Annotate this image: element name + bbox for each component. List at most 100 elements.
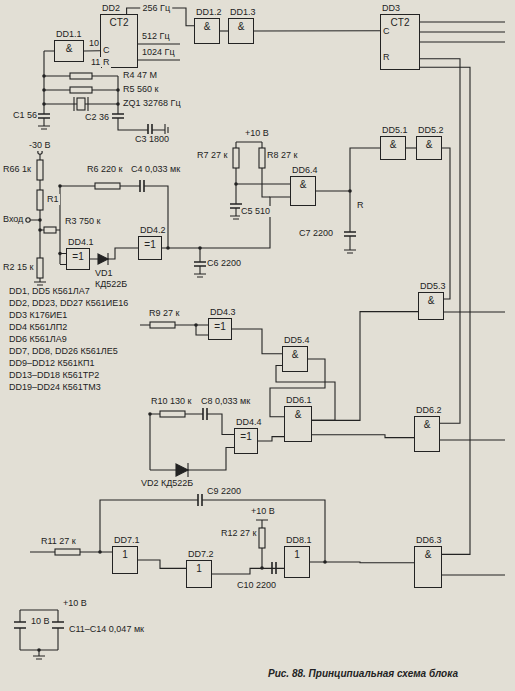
ground-symbol: [33, 216, 356, 659]
wire-connector: [254, 30, 380, 31]
component-label: R: [382, 52, 391, 63]
component-label: 10: [88, 38, 100, 49]
diode-symbol: [187, 463, 188, 477]
component-label: ZQ1 32768 Гц: [122, 98, 182, 109]
gate-function: &: [425, 549, 432, 561]
logic-gate: DD5.4&: [282, 346, 308, 372]
component-label: R2 15 к: [2, 262, 34, 273]
resistor-symbol: [70, 73, 92, 79]
gate-function: &: [424, 419, 431, 431]
gate-function: 1: [196, 563, 202, 575]
component-label: C9 2200: [206, 486, 242, 497]
wire-connector: [84, 50, 100, 51]
component-label: R5 560 к: [122, 84, 159, 95]
gate-designator: DD6.1: [285, 395, 313, 406]
component-label: DD2, DD23, DD27 К561ИЕ16: [8, 298, 129, 309]
gate-function: &: [295, 409, 302, 421]
component-label: R9 27 к: [148, 308, 180, 319]
junction-dot: [98, 550, 102, 554]
resistor-symbol: [259, 528, 265, 548]
gate-function: =1: [214, 321, 225, 333]
wire-connector: [90, 248, 138, 259]
logic-gate: DD5.2&: [416, 136, 442, 160]
capacitor-symbol: [38, 114, 152, 192]
wire-connector: [316, 148, 380, 191]
gate-function: &: [292, 349, 299, 361]
logic-gate: DD4.1=1: [66, 248, 90, 270]
logic-gate: DD7.21: [186, 560, 212, 588]
gate-function: &: [204, 21, 211, 33]
component-label: VD2 КД522Б: [140, 478, 194, 489]
crystal-symbol: [74, 97, 88, 111]
logic-gate: DD4.4=1: [234, 428, 258, 454]
component-label: 10 В: [30, 616, 51, 627]
resistor-symbol: [37, 258, 43, 278]
component-label: C5 510: [240, 206, 271, 217]
gate-function: CT2: [110, 17, 129, 29]
component-label: C10 2200: [236, 580, 277, 591]
gate-function: &: [66, 43, 73, 55]
component-label: DD9–DD12 К561КП1: [8, 358, 96, 369]
wire-connector: [138, 560, 186, 568]
gate-designator: DD4.3: [209, 307, 237, 318]
wire: [44, 51, 165, 130]
component-label: R10 130 к: [150, 396, 192, 407]
junction-dot: [58, 184, 62, 188]
gate-function: &: [238, 21, 245, 33]
logic-gate: DD5.1&: [380, 136, 406, 160]
junction-dot: [148, 412, 152, 416]
wire: [138, 22, 505, 575]
gate-function: &: [426, 139, 433, 151]
component-label: R8 27 к: [266, 150, 298, 161]
gate-designator: DD1.3: [229, 7, 257, 18]
gate-designator: DD7.2: [187, 549, 215, 560]
junction-dot: [38, 218, 42, 222]
gate-designator: DD5.4: [283, 335, 311, 346]
component-label: DD13–DD18 К561ТР2: [8, 370, 100, 381]
resistor-symbol: [37, 190, 43, 210]
logic-gate: DD6.2&: [414, 416, 440, 452]
wire-connector: [312, 435, 414, 438]
gate-designator: DD4.2: [139, 225, 167, 236]
logic-gate: DD4.2=1: [138, 236, 162, 260]
resistor-symbol: [259, 148, 265, 168]
logic-gate: DD8.11: [284, 546, 310, 578]
figure-caption: Рис. 88. Принципиальная схема блока: [268, 668, 458, 680]
diode-symbol: [176, 464, 188, 476]
component-label: R66 1к: [2, 164, 32, 175]
resistor-symbol: [37, 73, 265, 555]
resistor-symbol: [95, 183, 120, 189]
gate-designator: DD8.1: [285, 535, 313, 546]
gate-designator: DD6.4: [291, 165, 319, 176]
component-label: DD6 К561ЛА9: [8, 334, 68, 345]
gate-function: =1: [144, 239, 155, 251]
component-label: R12 27 к: [220, 528, 257, 539]
component-label: R11 27 к: [40, 536, 77, 547]
junction-dot: [116, 102, 120, 106]
component-label: VD1 КД522Б: [94, 268, 132, 290]
logic-gate: DD4.3=1: [208, 318, 232, 340]
gate-designator: DD4.4: [235, 417, 263, 428]
component-label: R3 750 к: [64, 216, 101, 227]
component-label: R7 27 к: [196, 150, 228, 161]
logic-gate: DD1.1&: [54, 40, 84, 62]
wire-connector: [312, 312, 418, 421]
gate-function: =1: [72, 251, 83, 263]
logic-gate: DD1.2&: [194, 18, 220, 44]
component-label: 11: [90, 57, 101, 68]
junction-dot: [58, 252, 62, 256]
gate-designator: DD1.2: [195, 7, 223, 18]
wire-connector: [162, 197, 290, 248]
terminal: [26, 218, 30, 222]
wire-connector: [420, 59, 460, 423]
junction-dot: [42, 88, 46, 92]
terminal: [26, 150, 42, 222]
wire: [30, 500, 325, 568]
wire: [200, 142, 350, 274]
gate-designator: DD5.2: [417, 125, 445, 136]
component-label: Вход: [2, 214, 24, 225]
wire-connector: [406, 147, 416, 148]
logic-gate: DD6.4&: [290, 176, 316, 206]
gate-designator: DD4.1: [67, 237, 95, 248]
signal-label: 256 Гц: [141, 3, 173, 14]
